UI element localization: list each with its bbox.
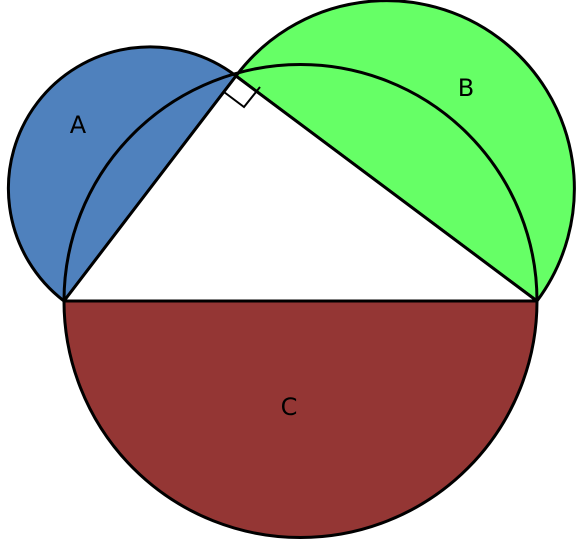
right-triangle xyxy=(62,74,539,303)
semicircle-b xyxy=(233,0,576,304)
hypotenuse-reflected-arc xyxy=(62,63,539,302)
label-c: C xyxy=(281,393,298,421)
label-b: B xyxy=(458,74,474,102)
semicircle-c xyxy=(62,299,539,539)
right-angle-marker xyxy=(223,86,261,109)
semicircle-a xyxy=(6,45,239,304)
label-a: A xyxy=(70,111,87,139)
